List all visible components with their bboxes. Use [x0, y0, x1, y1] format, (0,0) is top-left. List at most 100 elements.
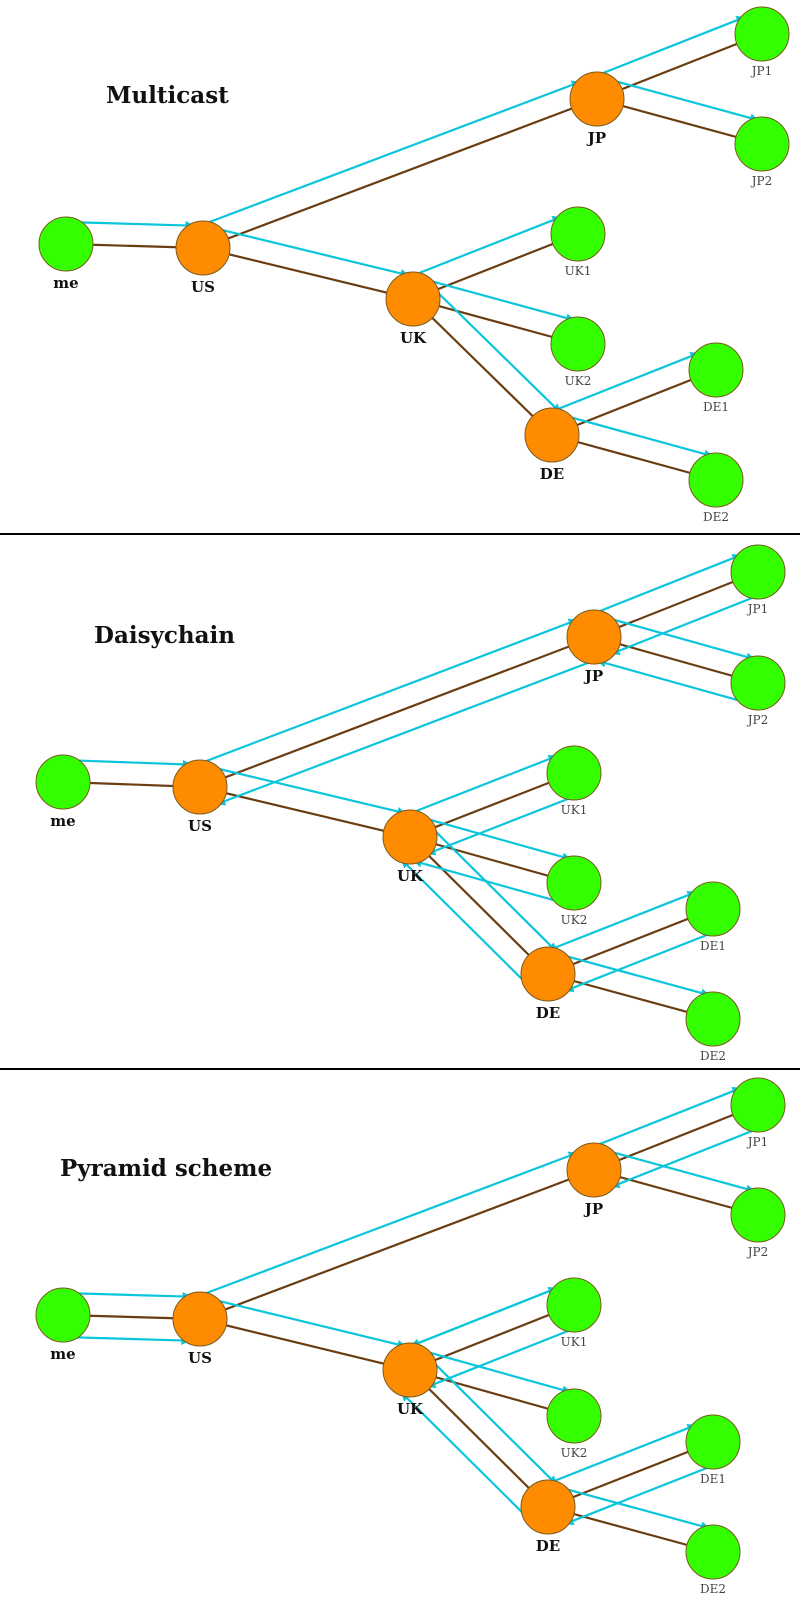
hub-node-circle[interactable] [172, 1291, 228, 1347]
tree-edge-uk-de [409, 1369, 549, 1508]
node-label: JP [583, 1200, 603, 1218]
node-de2[interactable]: DE2 [685, 1524, 741, 1596]
flow-arrow-de1-to-de [564, 1462, 718, 1526]
flow-arrow-uk1-to-uk [426, 1325, 579, 1388]
leaf-node-circle[interactable] [546, 1388, 602, 1444]
node-jp[interactable]: JP [566, 1142, 622, 1218]
tree-edge-uk-uk2 [409, 835, 575, 885]
leaf-node-circle[interactable] [38, 216, 94, 272]
leaf-node-circle[interactable] [550, 316, 606, 372]
leaf-node-circle[interactable] [685, 881, 741, 937]
node-jp[interactable]: JP [566, 609, 622, 685]
node-uk[interactable]: UK [382, 809, 438, 885]
hub-node-circle[interactable] [566, 609, 622, 665]
flow-arrow-de-to-de2 [561, 413, 714, 459]
leaf-node-circle[interactable] [550, 206, 606, 262]
node-de2[interactable]: DE2 [685, 991, 741, 1063]
node-de1[interactable]: DE1 [685, 1414, 741, 1486]
node-jp1[interactable]: JP1 [730, 544, 786, 616]
node-uk1[interactable]: UK1 [550, 206, 606, 278]
hub-node-circle[interactable] [569, 71, 625, 127]
leaf-node-circle[interactable] [685, 991, 741, 1047]
node-jp1[interactable]: JP1 [730, 1077, 786, 1149]
node-us[interactable]: US [172, 1291, 228, 1367]
node-de[interactable]: DE [520, 946, 576, 1022]
flow-arrow-uk-to-uk1 [405, 754, 558, 817]
hub-node-circle[interactable] [566, 1142, 622, 1198]
node-jp2[interactable]: JP2 [730, 655, 786, 727]
tree-edge-de-de2 [547, 972, 714, 1021]
node-label: DE [536, 1537, 560, 1555]
flow-arrow-me-to-us [67, 759, 192, 769]
node-label: UK2 [565, 374, 592, 388]
tree-edge-uk-uk1 [409, 1303, 575, 1372]
leaf-node-circle[interactable] [685, 1414, 741, 1470]
hub-node-circle[interactable] [172, 759, 228, 815]
node-uk1[interactable]: UK1 [546, 745, 602, 817]
node-uk2[interactable]: UK2 [546, 1388, 602, 1460]
node-label: US [188, 1349, 212, 1367]
hub-node-circle[interactable] [385, 271, 441, 327]
hub-node-circle[interactable] [520, 946, 576, 1002]
node-jp2[interactable]: JP2 [734, 116, 790, 188]
hub-node-circle[interactable] [520, 1479, 576, 1535]
leaf-node-circle[interactable] [35, 754, 91, 810]
hub-node-circle[interactable] [382, 809, 438, 865]
leaf-node-circle[interactable] [730, 1077, 786, 1133]
node-label: UK [397, 1400, 424, 1418]
flow-arrow-jp-to-jp1 [592, 15, 746, 79]
flow-arrow-me-to-us [66, 1335, 191, 1345]
flow-arrows [67, 554, 763, 998]
leaf-node-circle[interactable] [688, 342, 744, 398]
node-uk1[interactable]: UK1 [546, 1277, 602, 1349]
node-uk[interactable]: UK [382, 1342, 438, 1418]
leaf-node-circle[interactable] [35, 1287, 91, 1343]
leaf-node-circle[interactable] [734, 116, 790, 172]
leaf-node-circle[interactable] [730, 655, 786, 711]
node-me[interactable]: me [35, 1287, 91, 1363]
leaf-node-circle[interactable] [685, 1524, 741, 1580]
tree-edge-uk-uk2 [412, 297, 579, 346]
node-de[interactable]: DE [524, 407, 580, 483]
node-label: JP2 [750, 174, 773, 188]
flow-arrow-de-to-uk [400, 1391, 531, 1521]
node-us[interactable]: US [175, 220, 231, 296]
leaf-node-circle[interactable] [734, 6, 790, 62]
tree-edge-uk-de [409, 836, 549, 975]
tree-edge-us-jp [202, 97, 598, 250]
hub-node-circle[interactable] [175, 220, 231, 276]
tree-edge-jp-jp1 [593, 1103, 759, 1172]
leaf-node-circle[interactable] [730, 544, 786, 600]
flow-arrow-de-to-de2 [557, 952, 710, 998]
tree-edge-uk-uk2 [409, 1368, 575, 1418]
node-de2[interactable]: DE2 [688, 452, 744, 524]
tree-edge-jp-jp2 [596, 97, 763, 146]
leaf-node-circle[interactable] [730, 1187, 786, 1243]
flow-arrow-uk-to-de [430, 285, 561, 414]
node-label: DE1 [700, 1472, 726, 1486]
leaf-node-circle[interactable] [688, 452, 744, 508]
node-me[interactable]: me [35, 754, 91, 830]
tree-edge-uk-uk1 [412, 232, 579, 301]
leaf-node-circle[interactable] [546, 745, 602, 801]
node-us[interactable]: US [172, 759, 228, 835]
hub-node-circle[interactable] [524, 407, 580, 463]
leaf-node-circle[interactable] [546, 855, 602, 911]
node-jp2[interactable]: JP2 [730, 1187, 786, 1259]
node-jp1[interactable]: JP1 [734, 6, 790, 78]
flow-arrow-de-to-de1 [543, 1423, 697, 1487]
node-uk2[interactable]: UK2 [550, 316, 606, 388]
flow-arrow-us-to-jp [195, 1151, 578, 1299]
node-me[interactable]: me [38, 216, 94, 292]
node-de1[interactable]: DE1 [688, 342, 744, 414]
node-jp[interactable]: JP [569, 71, 625, 147]
leaf-node-circle[interactable] [546, 1277, 602, 1333]
flow-arrow-uk2-to-uk [412, 858, 565, 905]
node-de[interactable]: DE [520, 1479, 576, 1555]
node-uk[interactable]: UK [385, 271, 441, 347]
node-uk2[interactable]: UK2 [546, 855, 602, 927]
node-de1[interactable]: DE1 [685, 881, 741, 953]
hub-node-circle[interactable] [382, 1342, 438, 1398]
